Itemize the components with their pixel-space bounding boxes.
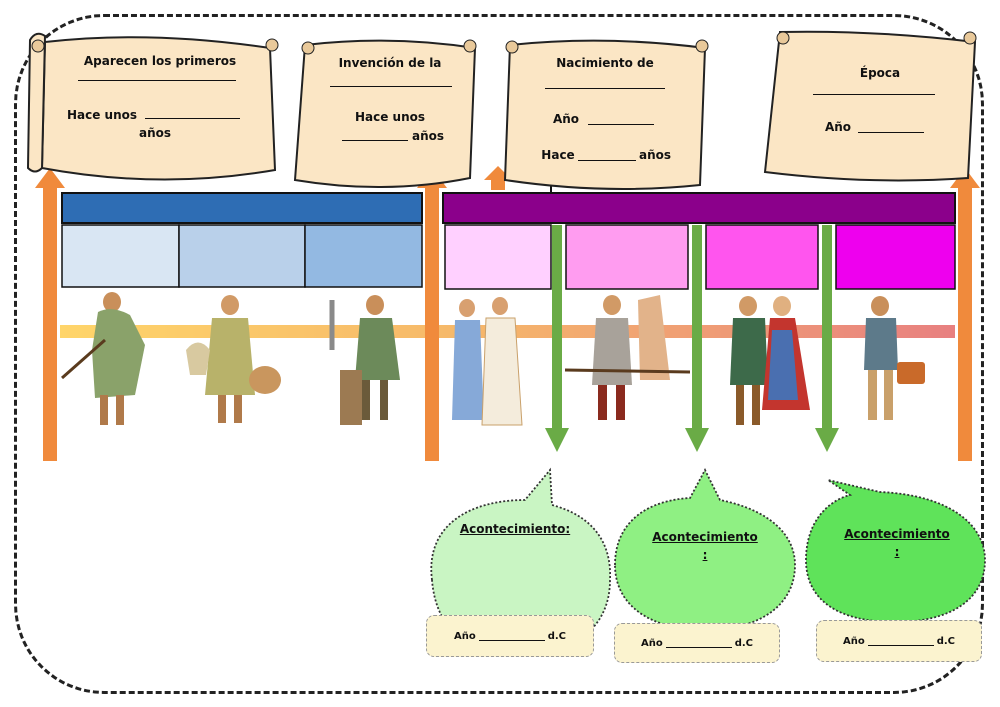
scroll-1-blank-1[interactable] (78, 80, 236, 81)
scroll-4-title: Época (859, 66, 901, 80)
history-cell-4[interactable] (835, 224, 956, 290)
dashed-frame (14, 14, 984, 694)
figure-medieval-soldier (564, 295, 691, 420)
bubble-1-year-box[interactable]: Año d.C (426, 615, 594, 657)
green-arrow-1 (545, 225, 569, 452)
scroll-4-line1: Año (824, 120, 852, 134)
figure-modern-couple (730, 296, 810, 425)
figure-neolithic-potter (186, 295, 281, 423)
bubble-2-year-box[interactable]: Año d.C (614, 623, 780, 663)
speech-bubble-3[interactable] (805, 479, 986, 623)
prehistory-cell-2[interactable] (178, 224, 306, 288)
scroll-3-blank-1[interactable] (545, 88, 665, 89)
bubble-2-year-suffix: d.C (734, 637, 754, 649)
bubble-2-label-colon: : (702, 548, 708, 562)
scroll-3-blank-3[interactable] (578, 160, 636, 161)
history-cell-2[interactable] (565, 224, 689, 290)
bubble-3-label: Acontecimiento (844, 527, 950, 541)
bubble-3-year-box[interactable]: Año d.C (816, 620, 982, 662)
scroll-1 (26, 32, 279, 181)
scroll-3-line1: Año (552, 112, 580, 126)
bubble-3-year-suffix: d.C (936, 635, 956, 647)
prehistory-bar (61, 192, 423, 224)
green-arrow-2 (685, 225, 709, 452)
scroll-3-line3: años (638, 148, 672, 162)
bubble-2-label: Acontecimiento (652, 530, 758, 544)
scroll-2-title: Invención de la (338, 56, 442, 70)
scroll-2-line2: años (411, 129, 445, 143)
prehistory-cell-1[interactable] (61, 224, 180, 288)
scroll-4-blank-1[interactable] (813, 94, 935, 95)
bubble-2-year-prefix: Año (640, 637, 663, 649)
scroll-1-line2: años (138, 126, 172, 140)
scroll-3-line2: Hace (541, 148, 575, 162)
scroll-1-line1: Hace unos (66, 108, 138, 122)
orange-arrow-1 (35, 168, 65, 461)
scroll-4 (763, 30, 977, 182)
bubble-1-label: Acontecimiento: (459, 522, 571, 536)
bubble-1-year-suffix: d.C (547, 630, 567, 642)
scroll-1-title: Aparecen los primeros (83, 54, 237, 68)
figure-prehistoric-hunter (61, 292, 145, 425)
scroll-2-blank-2[interactable] (342, 140, 408, 141)
history-cell-3[interactable] (705, 224, 819, 290)
scroll-4-blank-2[interactable] (858, 132, 924, 133)
figure-contemporary-man (864, 296, 925, 420)
scroll-2 (293, 39, 477, 188)
scroll-3 (503, 39, 709, 190)
history-bar (442, 192, 956, 224)
bubble-3-year-blank[interactable] (867, 636, 934, 646)
scroll-3-blank-2[interactable] (588, 124, 654, 125)
prehistory-cell-3[interactable] (304, 224, 423, 288)
bubble-3-year-prefix: Año (842, 635, 865, 647)
scroll-2-line1: Hace unos (354, 110, 426, 124)
scroll-1-blank-2[interactable] (145, 118, 240, 119)
green-arrow-3 (815, 225, 839, 452)
history-cell-1[interactable] (444, 224, 552, 290)
bubble-1-year-blank[interactable] (478, 631, 545, 641)
scroll-2-blank-1[interactable] (330, 86, 452, 87)
bubble-2-year-blank[interactable] (665, 638, 732, 648)
figure-metal-age-smith (329, 295, 400, 425)
figure-roman-couple (452, 297, 523, 426)
bubble-1-year-prefix: Año (453, 630, 476, 642)
scroll-3-title: Nacimiento de (556, 56, 654, 70)
bubble-3-label-colon: : (894, 545, 900, 559)
